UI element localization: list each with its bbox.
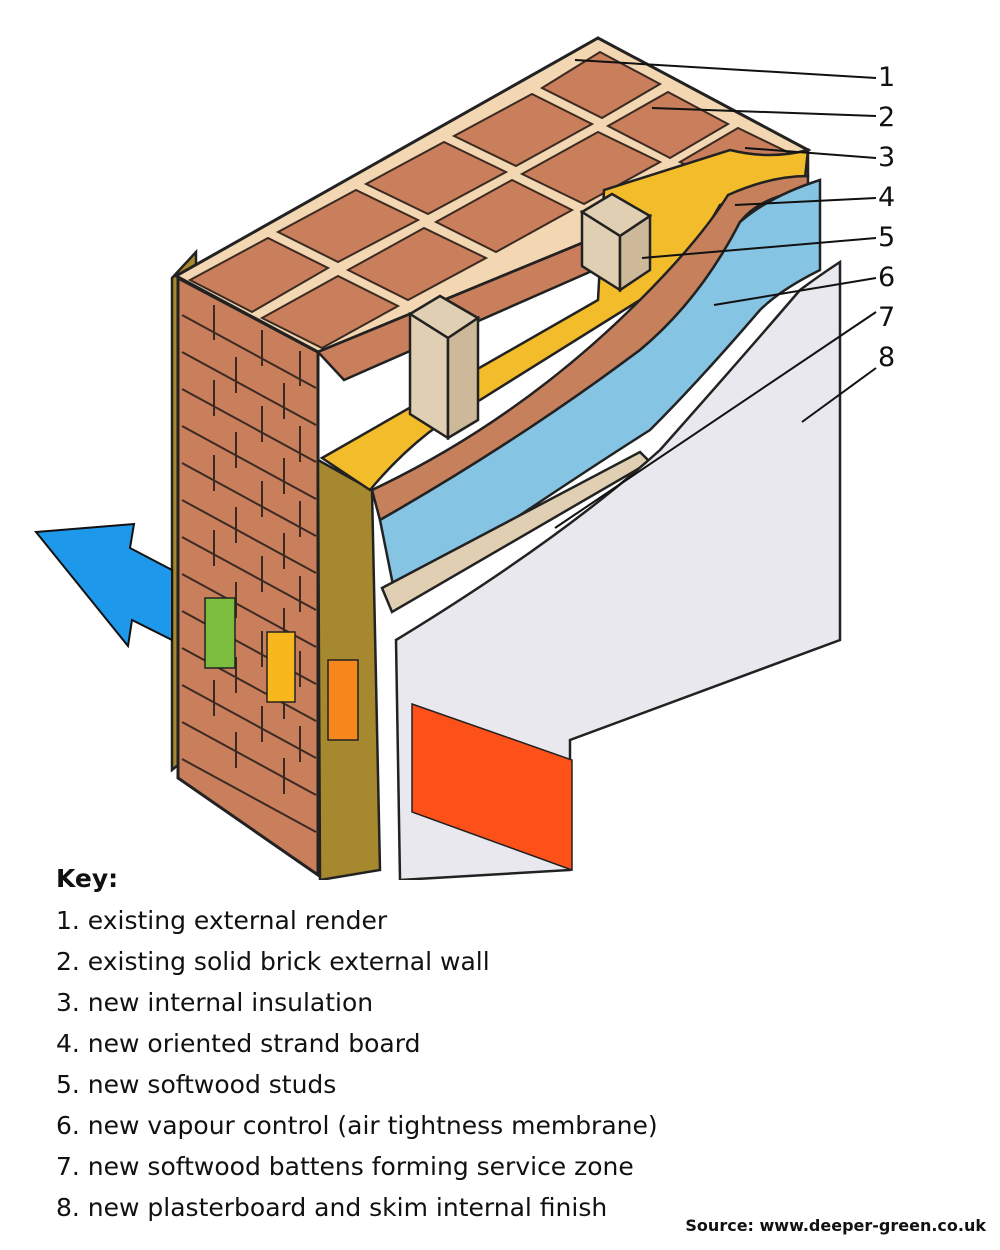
callout-2: 2	[878, 102, 896, 133]
key-legend: Key: 1. existing external render 2. exis…	[56, 862, 956, 1228]
callout-3: 3	[878, 142, 896, 173]
callout-4: 4	[878, 182, 896, 213]
swatch-green	[204, 597, 236, 669]
callout-8: 8	[878, 342, 896, 373]
callout-leaders	[554, 59, 877, 529]
key-item: 1. existing external render	[56, 906, 388, 935]
swatch-red	[411, 702, 573, 872]
key-item: 7. new softwood battens forming service …	[56, 1152, 634, 1181]
callout-7: 7	[878, 302, 896, 333]
swatch-orange	[327, 659, 359, 741]
key-item: 3. new internal insulation	[56, 988, 374, 1017]
key-item: 2. existing solid brick external wall	[56, 947, 490, 976]
key-list: 1. existing external render 2. existing …	[56, 900, 956, 1228]
source-credit: Source: www.deeper-green.co.uk	[685, 1216, 986, 1235]
vapour-membrane-layer	[378, 178, 822, 603]
wall-section-diagram	[34, 36, 877, 880]
plasterboard-layer	[394, 259, 842, 880]
arrow-left-icon	[34, 522, 173, 649]
callout-6: 6	[878, 262, 896, 293]
softwood-studs	[407, 192, 653, 441]
key-item: 5. new softwood studs	[56, 1070, 337, 1099]
key-title: Key:	[56, 864, 119, 893]
swatch-yellow	[266, 631, 296, 703]
key-item: 4. new oriented strand board	[56, 1029, 421, 1058]
key-item: 6. new vapour control (air tightness mem…	[56, 1111, 658, 1140]
callout-1: 1	[878, 62, 896, 93]
callout-5: 5	[878, 222, 896, 253]
key-item: 8. new plasterboard and skim internal fi…	[56, 1193, 608, 1222]
